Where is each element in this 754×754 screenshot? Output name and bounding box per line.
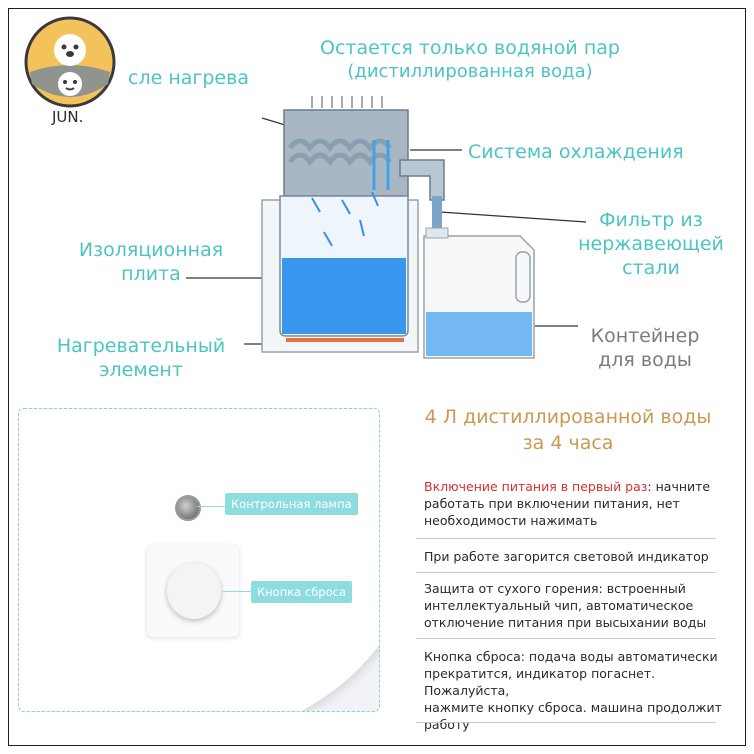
indicator-lamp-icon bbox=[175, 495, 201, 521]
indicator-pointer bbox=[197, 506, 225, 507]
note-first-power-highlight: Включение питания в первый раз bbox=[424, 479, 648, 494]
note-divider-4 bbox=[416, 722, 716, 723]
cooling-system-label: Система охлаждения bbox=[468, 141, 684, 163]
note-dry-protection: Защита от сухого горения: встроенный инт… bbox=[424, 581, 707, 630]
note-divider-3 bbox=[416, 638, 716, 639]
note-divider-2 bbox=[416, 572, 716, 573]
headline: 4 Л дистиллированной воды за 4 часа bbox=[424, 406, 712, 454]
note-reset: Кнопка сброса: подача воды автоматически… bbox=[424, 649, 722, 732]
container-label: Контейнер для воды bbox=[590, 325, 700, 371]
heating-element-label: Нагревательный элемент bbox=[56, 335, 226, 381]
logo-mascot-icon bbox=[24, 16, 116, 108]
after-heating-label: сле нагрева bbox=[128, 67, 249, 89]
indicator-lamp-tag: Контрольная лампа bbox=[225, 493, 358, 515]
reset-button-tag: Кнопка сброса bbox=[251, 581, 353, 603]
device-photo: Контрольная лампа Кнопка сброса bbox=[18, 408, 380, 712]
note-first-power: Включение питания в первый раз: начните … bbox=[424, 479, 711, 528]
distiller-diagram bbox=[186, 96, 587, 359]
note-indicator: При работе загорится световой индикатор bbox=[424, 549, 709, 564]
reset-button[interactable] bbox=[167, 563, 221, 619]
insulation-label: Изоляционная плита bbox=[78, 239, 224, 285]
frame-border bbox=[8, 8, 746, 746]
logo-text: JUN. bbox=[52, 108, 84, 126]
reset-pointer bbox=[223, 591, 251, 592]
filter-label: Фильтр из нержавеющей стали bbox=[578, 209, 724, 279]
note-divider-1 bbox=[416, 538, 716, 539]
vapor-label: Остается только водяной пар (дистиллиров… bbox=[320, 37, 620, 82]
brand-logo: JUN. bbox=[22, 14, 118, 126]
